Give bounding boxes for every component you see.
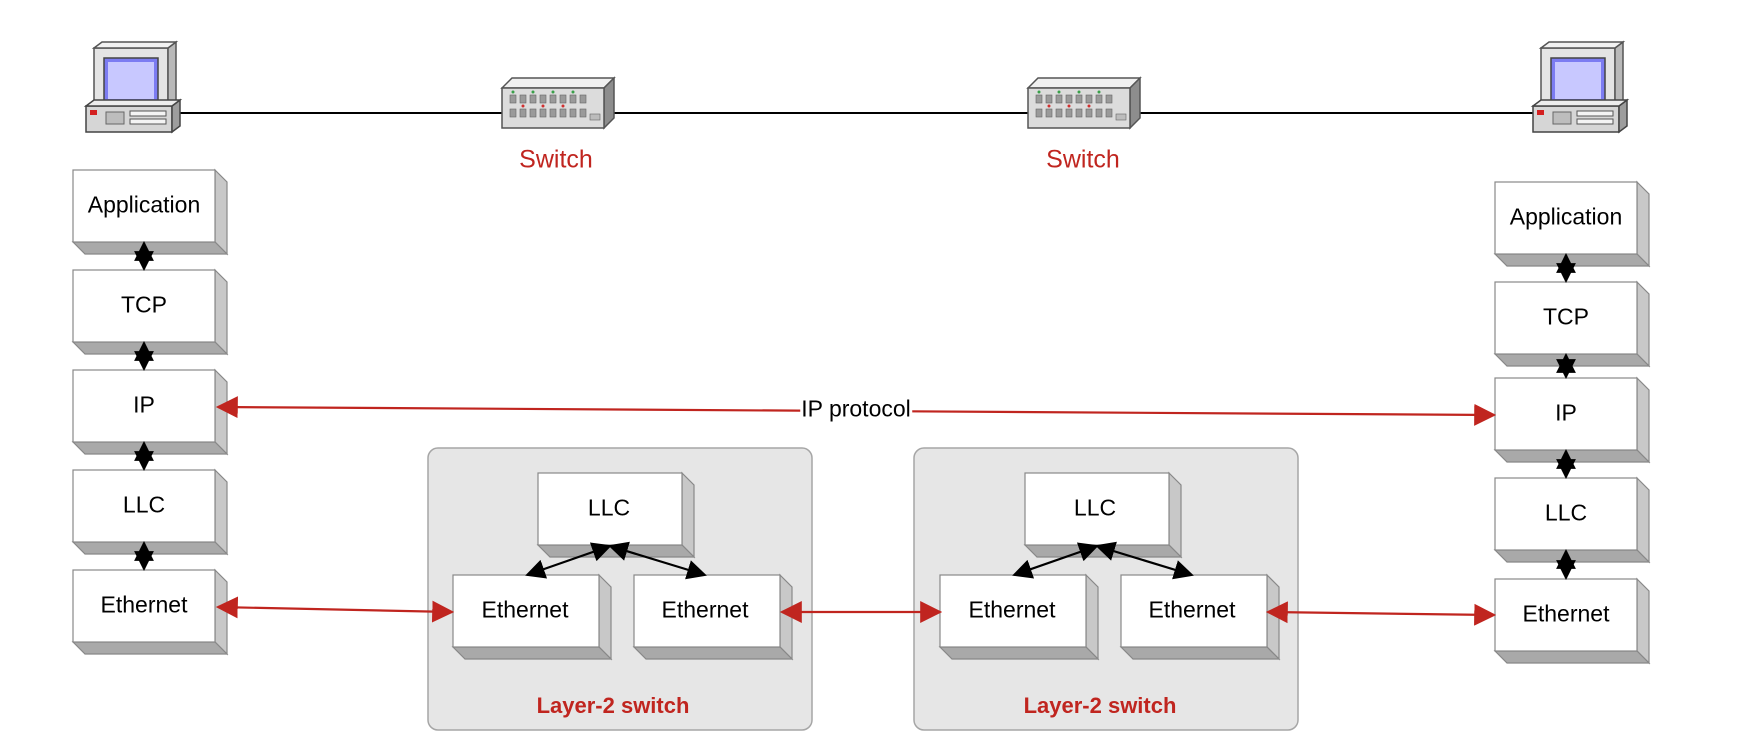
layer-label-application: Application (87, 191, 201, 218)
switch-label: Switch (1046, 145, 1120, 174)
llc-ethernet-arrow (1012, 542, 1099, 579)
llc-ethernet-arrow (1095, 541, 1194, 580)
layer-label-tcp: TCP (1543, 303, 1589, 330)
network-switch-icon (1027, 77, 1141, 129)
l2-llc-label: LLC (587, 494, 631, 521)
layer-label-ethernet: Ethernet (1522, 600, 1610, 627)
switch-label: Switch (519, 145, 593, 174)
l2-llc-label: LLC (1073, 494, 1117, 521)
l2-ethernet-label: Ethernet (661, 596, 749, 623)
l2-ethernet-label: Ethernet (1148, 596, 1236, 623)
layer-label-ethernet: Ethernet (100, 591, 188, 618)
layer-label-ip: IP (1555, 399, 1577, 426)
layer-box-ethernet (71, 568, 229, 656)
layer-label-ip: IP (133, 391, 155, 418)
llc-ethernet-arrow (608, 541, 707, 580)
computer-icon (1532, 41, 1628, 133)
ethernet-link-arrow (215, 596, 455, 623)
computer-icon (85, 41, 181, 133)
l2-ethernet-label: Ethernet (481, 596, 569, 623)
llc-ethernet-arrow (525, 542, 612, 579)
l2-switch-title: Layer-2 switch (1023, 693, 1177, 718)
layer-box-llc (1493, 476, 1651, 564)
layer-box-ip (71, 368, 229, 456)
l2-ethernet-box (938, 573, 1100, 661)
layer-label-tcp: TCP (121, 291, 167, 318)
l2-switch-title: Layer-2 switch (536, 693, 690, 718)
layer-label-llc: LLC (122, 491, 166, 518)
ethernet-link-arrow (1265, 601, 1497, 626)
l2-ethernet-label: Ethernet (968, 596, 1056, 623)
layer-label-application: Application (1509, 203, 1623, 230)
network-switch-icon (501, 77, 615, 129)
ip-protocol-label: IP protocol (800, 395, 912, 423)
layer-label-llc: LLC (1544, 499, 1588, 526)
l2-ethernet-box (1119, 573, 1281, 661)
layer-box-tcp (71, 268, 229, 356)
